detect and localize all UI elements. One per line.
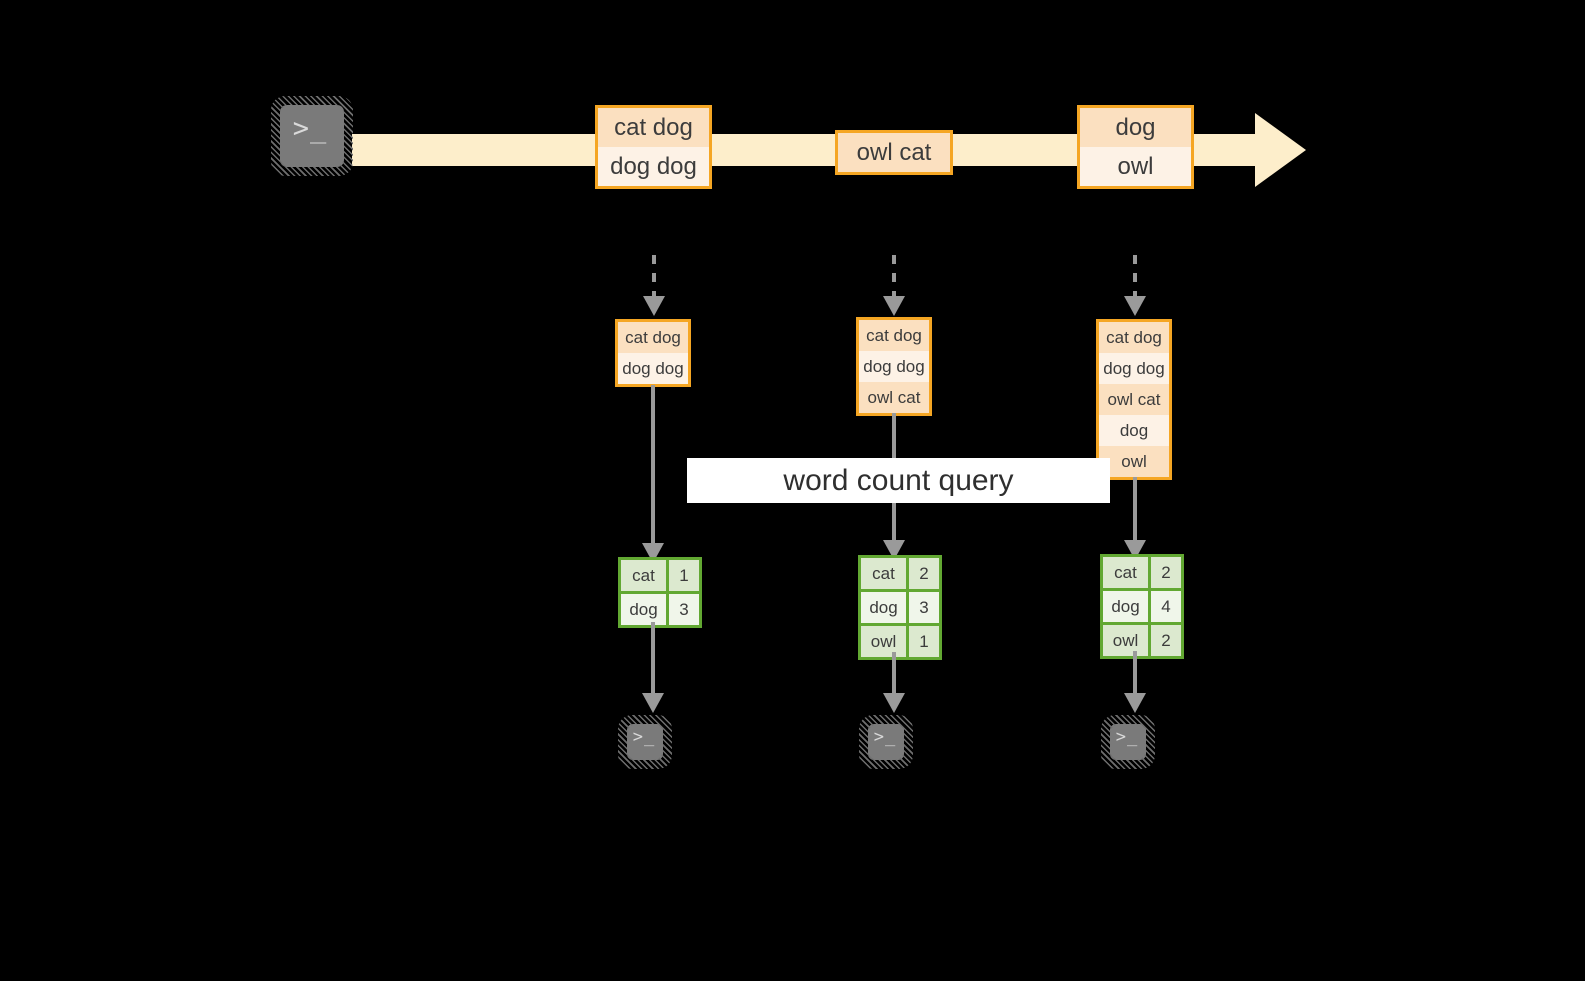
- snapshot-1-consumer-terminal-icon[interactable]: >_: [618, 715, 672, 769]
- snapshot-2-consumer-terminal-icon[interactable]: >_: [859, 715, 913, 769]
- log-row: owl cat: [859, 382, 929, 413]
- count-row: cat 2: [861, 558, 939, 589]
- count-row: owl 1: [861, 623, 939, 657]
- snapshot-2-counts[interactable]: cat 2 dog 3 owl 1: [858, 555, 942, 660]
- message-row: owl: [1080, 147, 1191, 186]
- count-word: cat: [621, 560, 669, 591]
- count-word: owl: [1103, 625, 1151, 656]
- count-value: 3: [909, 592, 939, 623]
- log-row: dog dog: [1099, 353, 1169, 384]
- log-row: owl cat: [1099, 384, 1169, 415]
- log-row: cat dog: [618, 322, 688, 353]
- snapshot-1-counts-to-terminal-connector: [651, 622, 655, 697]
- count-value: 3: [669, 594, 699, 625]
- count-value: 2: [909, 558, 939, 589]
- snapshot-2-counts-to-terminal-connector: [892, 652, 896, 698]
- terminal-prompt-glyph: >_: [873, 726, 897, 747]
- snapshot-3-counts-to-terminal-arrowhead: [1124, 693, 1146, 713]
- snapshot-1-counts-to-terminal-arrowhead: [642, 693, 664, 713]
- stream-to-log-connector-3: [1133, 255, 1137, 299]
- log-row: dog: [1099, 415, 1169, 446]
- count-value: 1: [909, 626, 939, 657]
- count-value: 2: [1151, 557, 1181, 588]
- message-row: cat dog: [598, 108, 709, 147]
- count-row: owl 2: [1103, 622, 1181, 656]
- stream-message-batch-3[interactable]: dog owl: [1077, 105, 1194, 189]
- snapshot-2-log[interactable]: cat dog dog dog owl cat: [856, 317, 932, 416]
- count-word: owl: [861, 626, 909, 657]
- query-label-banner: word count query: [687, 458, 1110, 503]
- stream-message-batch-1[interactable]: cat dog dog dog: [595, 105, 712, 189]
- snapshot-1-counts[interactable]: cat 1 dog 3: [618, 557, 702, 628]
- log-row: cat dog: [1099, 322, 1169, 353]
- query-label-text: word count query: [783, 463, 1014, 497]
- stream-message-batch-2[interactable]: owl cat: [835, 130, 953, 175]
- count-word: dog: [861, 592, 909, 623]
- terminal-prompt-glyph: >_: [632, 726, 656, 747]
- stream-to-log-connector-2: [892, 255, 896, 299]
- snapshot-3-consumer-terminal-icon[interactable]: >_: [1101, 715, 1155, 769]
- count-value: 1: [669, 560, 699, 591]
- count-row: dog 3: [861, 589, 939, 623]
- snapshot-3-log-to-counts-connector: [1133, 477, 1137, 545]
- log-row: cat dog: [859, 320, 929, 351]
- count-value: 4: [1151, 591, 1181, 622]
- message-row: dog: [1080, 108, 1191, 147]
- count-word: cat: [861, 558, 909, 589]
- count-row: dog 4: [1103, 588, 1181, 622]
- count-value: 2: [1151, 625, 1181, 656]
- count-row: dog 3: [621, 591, 699, 625]
- terminal-prompt-glyph: >_: [1115, 726, 1139, 747]
- message-row: dog dog: [598, 147, 709, 186]
- snapshot-3-log[interactable]: cat dog dog dog owl cat dog owl: [1096, 319, 1172, 480]
- snapshot-2-counts-to-terminal-arrowhead: [883, 693, 905, 713]
- snapshot-1-log[interactable]: cat dog dog dog: [615, 319, 691, 387]
- count-word: dog: [1103, 591, 1151, 622]
- snapshot-3-counts-to-terminal-connector: [1133, 651, 1137, 698]
- stream-to-log-arrowhead-1: [643, 296, 665, 316]
- stream-to-log-connector-1: [652, 255, 656, 299]
- stream-to-log-arrowhead-3: [1124, 296, 1146, 316]
- count-word: dog: [621, 594, 669, 625]
- count-word: cat: [1103, 557, 1151, 588]
- terminal-prompt-glyph: >_: [292, 112, 328, 144]
- producer-terminal-icon[interactable]: >_: [271, 96, 353, 176]
- message-row: owl cat: [838, 133, 950, 172]
- log-row: dog dog: [859, 351, 929, 382]
- log-row: dog dog: [618, 353, 688, 384]
- log-row: owl: [1099, 446, 1169, 477]
- snapshot-3-counts[interactable]: cat 2 dog 4 owl 2: [1100, 554, 1184, 659]
- count-row: cat 1: [621, 560, 699, 591]
- stream-arrow-head: [1255, 113, 1306, 187]
- stream-to-log-arrowhead-2: [883, 296, 905, 316]
- count-row: cat 2: [1103, 557, 1181, 588]
- snapshot-1-log-to-counts-connector: [651, 385, 655, 548]
